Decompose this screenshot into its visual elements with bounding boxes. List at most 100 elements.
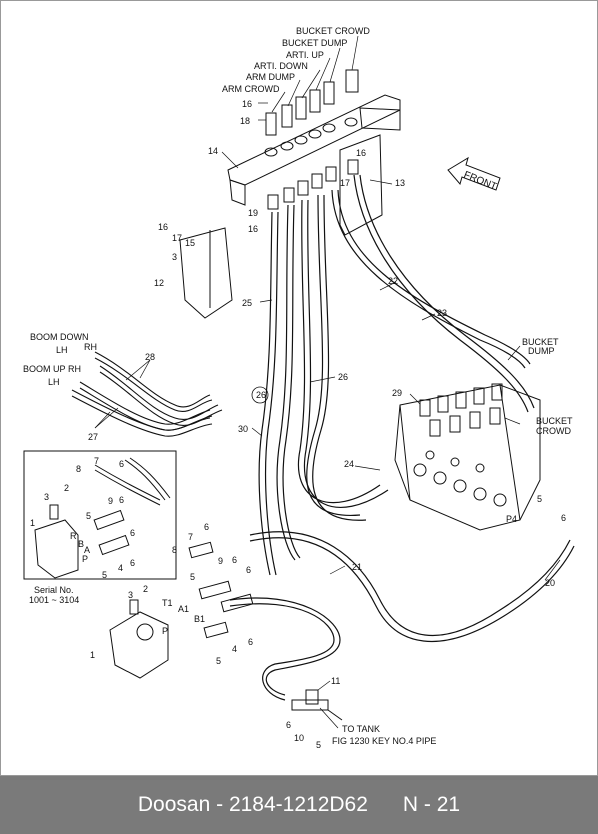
part-16-a: 16 [356,148,366,158]
part-4-a: 4 [232,644,237,654]
part-17-a: 17 [340,178,350,188]
part-17-b: 17 [172,233,182,243]
part-8-a: 8 [172,545,177,555]
footer-bar: Doosan - 2184-1212D62 N - 21 [0,776,598,834]
bracket-13 [339,134,383,236]
part-6-d: 6 [232,555,237,565]
part-16-c: 16 [248,224,258,234]
footer-brand: Doosan [137,793,211,816]
part-14: 14 [208,146,218,156]
part-1-b: 1 [30,518,35,528]
label-boom-up: BOOM UP [23,364,66,374]
part-6-c: 6 [204,522,209,532]
callout-circle-26 [251,386,269,404]
part-26: 26 [338,372,348,382]
label-arti-up: ARTI. UP [286,50,324,60]
manifold-bracket [227,69,401,210]
part-21: 21 [352,562,362,572]
part-30: 30 [238,424,248,434]
port-t1: T1 [162,598,173,608]
footer-gap [368,793,403,817]
footer-sep-1: - [210,793,229,816]
part-23: 23 [437,308,447,318]
part-27: 27 [88,432,98,442]
boom-hoses [71,351,223,437]
part-16-b: 16 [242,99,252,109]
part-26-circle: 26 [256,390,266,400]
port-a: A [84,545,90,555]
label-arti-down: ARTI. DOWN [254,61,308,71]
part-28: 28 [145,352,155,362]
port-p-inset: P [82,554,88,564]
part-3-a: 3 [172,252,177,262]
inset-valve [34,457,171,579]
label-bucket-dump: BUCKET DUMP [282,38,347,48]
label-rh-2: RH [68,364,81,374]
part-9-a: 9 [218,556,223,566]
diagram-frame [0,0,598,776]
part-1-a: 1 [90,650,95,660]
label-to-tank: TO TANK [342,724,380,734]
inset-box [23,450,177,580]
label-lh-1: LH [56,345,68,355]
part-6-i: 6 [130,528,135,538]
part-16-d: 16 [158,222,168,232]
label-serial-range: 1001 ~ 3104 [29,595,79,605]
control-valve-29 [394,383,541,531]
part-6-h: 6 [119,495,124,505]
label-rh-1: RH [84,342,97,352]
label-boom-down: BOOM DOWN [30,332,89,342]
port-b1: B1 [194,614,205,624]
port-b: B [78,539,84,549]
part-5-e: 5 [86,511,91,521]
label-crowd-right: CROWD [536,426,571,436]
part-6-a: 6 [561,513,566,523]
part-11: 11 [331,676,340,686]
front-arrow-icon [447,156,501,191]
port-p4: P4 [506,514,517,524]
label-dump-right: DUMP [528,346,555,356]
hose-bundle [258,174,535,576]
part-7-a: 7 [188,532,193,542]
label-fig-ref: FIG 1230 KEY NO.4 PIPE [332,736,436,746]
part-12: 12 [154,278,164,288]
part-5-c: 5 [190,572,195,582]
port-r: R [70,531,77,541]
part-13: 13 [395,178,405,188]
part-20: 20 [545,578,555,588]
port-p: P [162,626,168,636]
port-a1: A1 [178,604,189,614]
part-3-b: 3 [128,590,133,600]
part-5-b: 5 [316,740,321,750]
label-bucket-right-1: BUCKET [522,337,559,347]
footer-part-number: 2184-1212D62 [228,793,368,816]
part-6-j: 6 [130,558,135,568]
part-9-b: 9 [108,496,113,506]
part-5-f: 5 [102,570,107,580]
label-front: FRONT [462,170,498,193]
part-4-b: 4 [118,563,123,573]
part-2-b: 2 [64,483,69,493]
label-arm-crowd: ARM CROWD [222,84,280,94]
part-29: 29 [392,388,402,398]
label-bucket-right-2: BUCKET [536,416,573,426]
part-6-e: 6 [246,565,251,575]
pipe-21 [229,531,575,701]
hydraulic-piping-diagram: BUCKET CROWD BUCKET DUMP ARTI. UP ARTI. … [23,26,575,750]
label-arm-dump: ARM DUMP [246,72,295,82]
part-10: 10 [294,733,304,743]
bracket-12 [179,227,233,319]
part-18: 18 [240,116,250,126]
part-3-c: 3 [44,492,49,502]
part-22: 22 [388,276,398,286]
part-6-b: 6 [286,720,291,730]
label-serial: Serial No. [34,585,74,595]
part-5-a: 5 [537,494,542,504]
part-5-d: 5 [216,656,221,666]
pilot-valve-1 [109,599,169,679]
tank-tee [291,689,343,721]
manifold-fittings [264,69,359,157]
part-25: 25 [242,298,252,308]
part-2-a: 2 [143,584,148,594]
part-8-b: 8 [76,464,81,474]
